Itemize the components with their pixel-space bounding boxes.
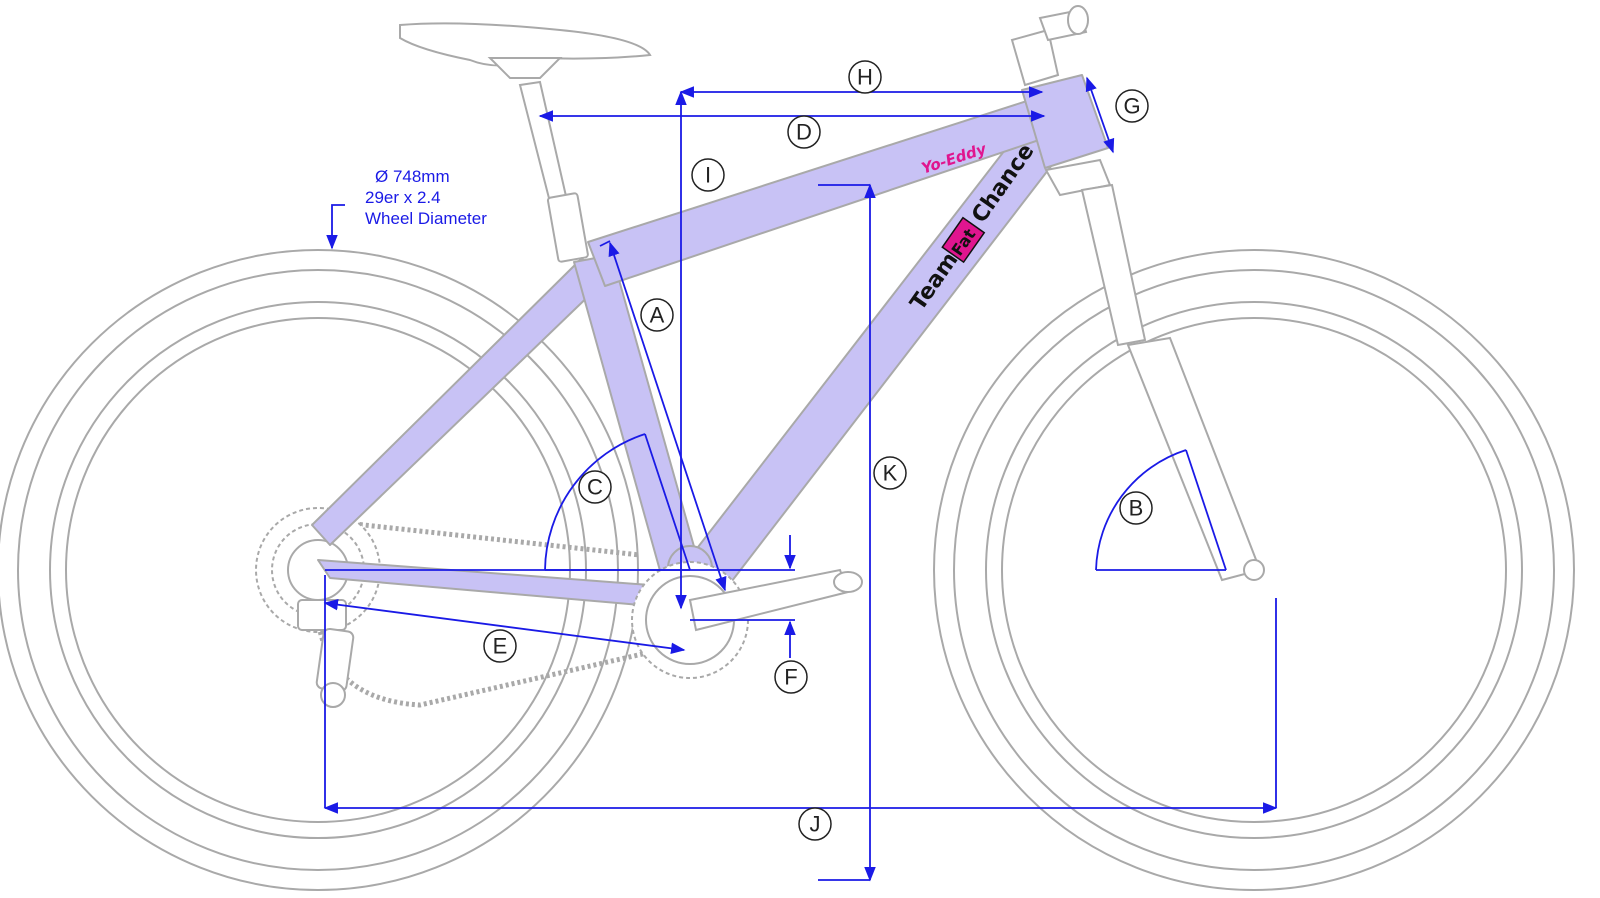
svg-text:H: H <box>857 65 873 90</box>
dimension-b-ray <box>1185 449 1227 571</box>
wheel-note-line1: Ø 748mm <box>375 167 450 186</box>
dimension-c-arc <box>544 433 646 571</box>
rear-derailleur <box>297 599 355 708</box>
dimension-g-line <box>1085 76 1115 154</box>
svg-text:F: F <box>784 665 797 690</box>
svg-text:G: G <box>1123 94 1140 119</box>
fat-badge <box>941 216 986 264</box>
svg-text:K: K <box>883 461 898 486</box>
dimension-b-arc <box>1095 449 1187 571</box>
label-a: A <box>640 298 674 332</box>
stem-handlebar <box>1010 5 1089 87</box>
label-d: D <box>787 115 821 149</box>
dimension-a-line <box>608 241 727 592</box>
wheel-note-line2: 29er x 2.4 <box>365 188 441 207</box>
svg-text:A: A <box>650 303 665 328</box>
dimension-c-ray <box>644 433 691 571</box>
label-k: K <box>873 456 907 490</box>
saddle <box>399 22 652 79</box>
seatpost <box>518 80 589 263</box>
label-b: B <box>1119 491 1153 525</box>
svg-text:J: J <box>810 812 821 837</box>
label-e: E <box>483 629 517 663</box>
labels: A B C D E F G H I J K <box>483 60 1153 841</box>
svg-text:C: C <box>587 475 603 500</box>
label-g: G <box>1115 89 1149 123</box>
svg-text:D: D <box>796 120 812 145</box>
label-j: J <box>798 807 832 841</box>
decals: Yo-Eddy Team Fat Chance <box>906 139 1040 315</box>
dimension-lines <box>323 76 1278 882</box>
wheel-note-line3: Wheel Diameter <box>365 209 487 228</box>
seat-stay <box>311 257 601 546</box>
svg-text:B: B <box>1129 496 1144 521</box>
svg-text:I: I <box>705 163 711 188</box>
frame <box>311 74 1109 606</box>
wheel-diameter-note: Ø 748mm 29er x 2.4 Wheel Diameter <box>365 167 487 228</box>
label-i: I <box>691 158 725 192</box>
dimension-a-top <box>599 240 611 247</box>
svg-text:E: E <box>493 634 508 659</box>
fork <box>1044 158 1265 582</box>
label-f: F <box>774 660 808 694</box>
label-c: C <box>578 470 612 504</box>
dimension-e-line <box>323 598 686 655</box>
seat-tube <box>573 254 703 586</box>
label-h: H <box>848 60 882 94</box>
front-wheel <box>933 249 1575 891</box>
wheel-diameter-pointer <box>326 204 345 250</box>
